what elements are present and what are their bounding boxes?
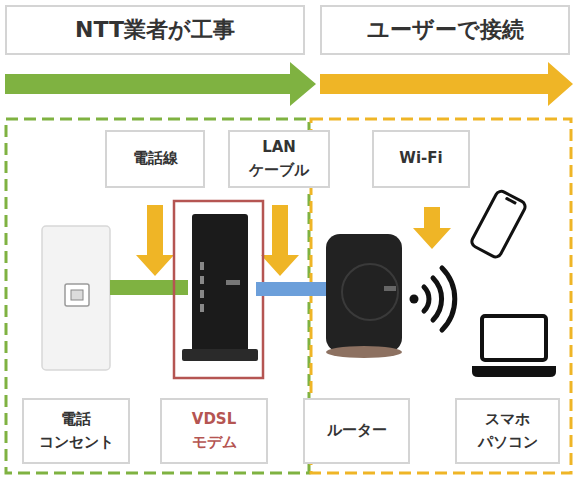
modem-frame: [174, 201, 263, 378]
modem-led: [200, 276, 204, 284]
box-label: VDSL モデム: [176, 408, 252, 455]
phone-outlet: [42, 226, 110, 370]
label-box: ユーザーで接続: [320, 5, 570, 55]
laptop-screen: [482, 316, 546, 360]
router-logo: [384, 286, 396, 291]
modem-base: [182, 349, 258, 361]
modem-highlight: [226, 280, 240, 285]
down-arrow: [413, 207, 451, 249]
router-body: [326, 234, 402, 352]
label-box: LAN ケーブル: [228, 130, 330, 188]
label-box: NTT業者が工事: [5, 5, 305, 55]
box-label: ユーザーで接続: [367, 13, 524, 47]
box-label: ルーター: [327, 419, 387, 442]
box-label: NTT業者が工事: [75, 13, 235, 47]
down-arrow: [136, 205, 174, 276]
label-box: ルーター: [303, 398, 410, 464]
smartphone: [470, 189, 527, 259]
wifi-arc: [424, 287, 429, 311]
box-label: LAN ケーブル: [240, 136, 318, 183]
box-label: 電話線: [133, 147, 178, 170]
outlet-jack-hole: [71, 290, 83, 300]
yellow-phase-arrow: [320, 62, 573, 106]
modem-led: [200, 290, 204, 298]
outlet-jack: [65, 284, 89, 306]
router-ring: [342, 264, 398, 320]
label-box: 電話 コンセント: [22, 398, 130, 464]
label-box: スマホ パソコン: [455, 398, 560, 464]
phone-line: [110, 280, 188, 295]
box-label: 電話 コンセント: [38, 408, 114, 455]
wifi-arc: [433, 278, 442, 320]
box-label: Wi-Fi: [399, 147, 442, 170]
modem-body: [192, 214, 248, 352]
laptop-base: [472, 366, 556, 377]
box-label: スマホ パソコン: [471, 408, 544, 455]
wifi-arc: [442, 268, 455, 330]
smartphone-notch: [505, 197, 517, 205]
lan-cable: [256, 282, 328, 296]
router-base: [326, 346, 402, 358]
wifi-dot: [410, 295, 419, 304]
modem-led: [200, 262, 204, 270]
green-phase-arrow: [5, 62, 316, 106]
label-box: VDSL モデム: [160, 398, 268, 464]
down-arrow: [261, 205, 299, 276]
modem-led: [200, 304, 204, 312]
label-box: Wi-Fi: [372, 130, 470, 188]
label-box: 電話線: [105, 130, 205, 188]
